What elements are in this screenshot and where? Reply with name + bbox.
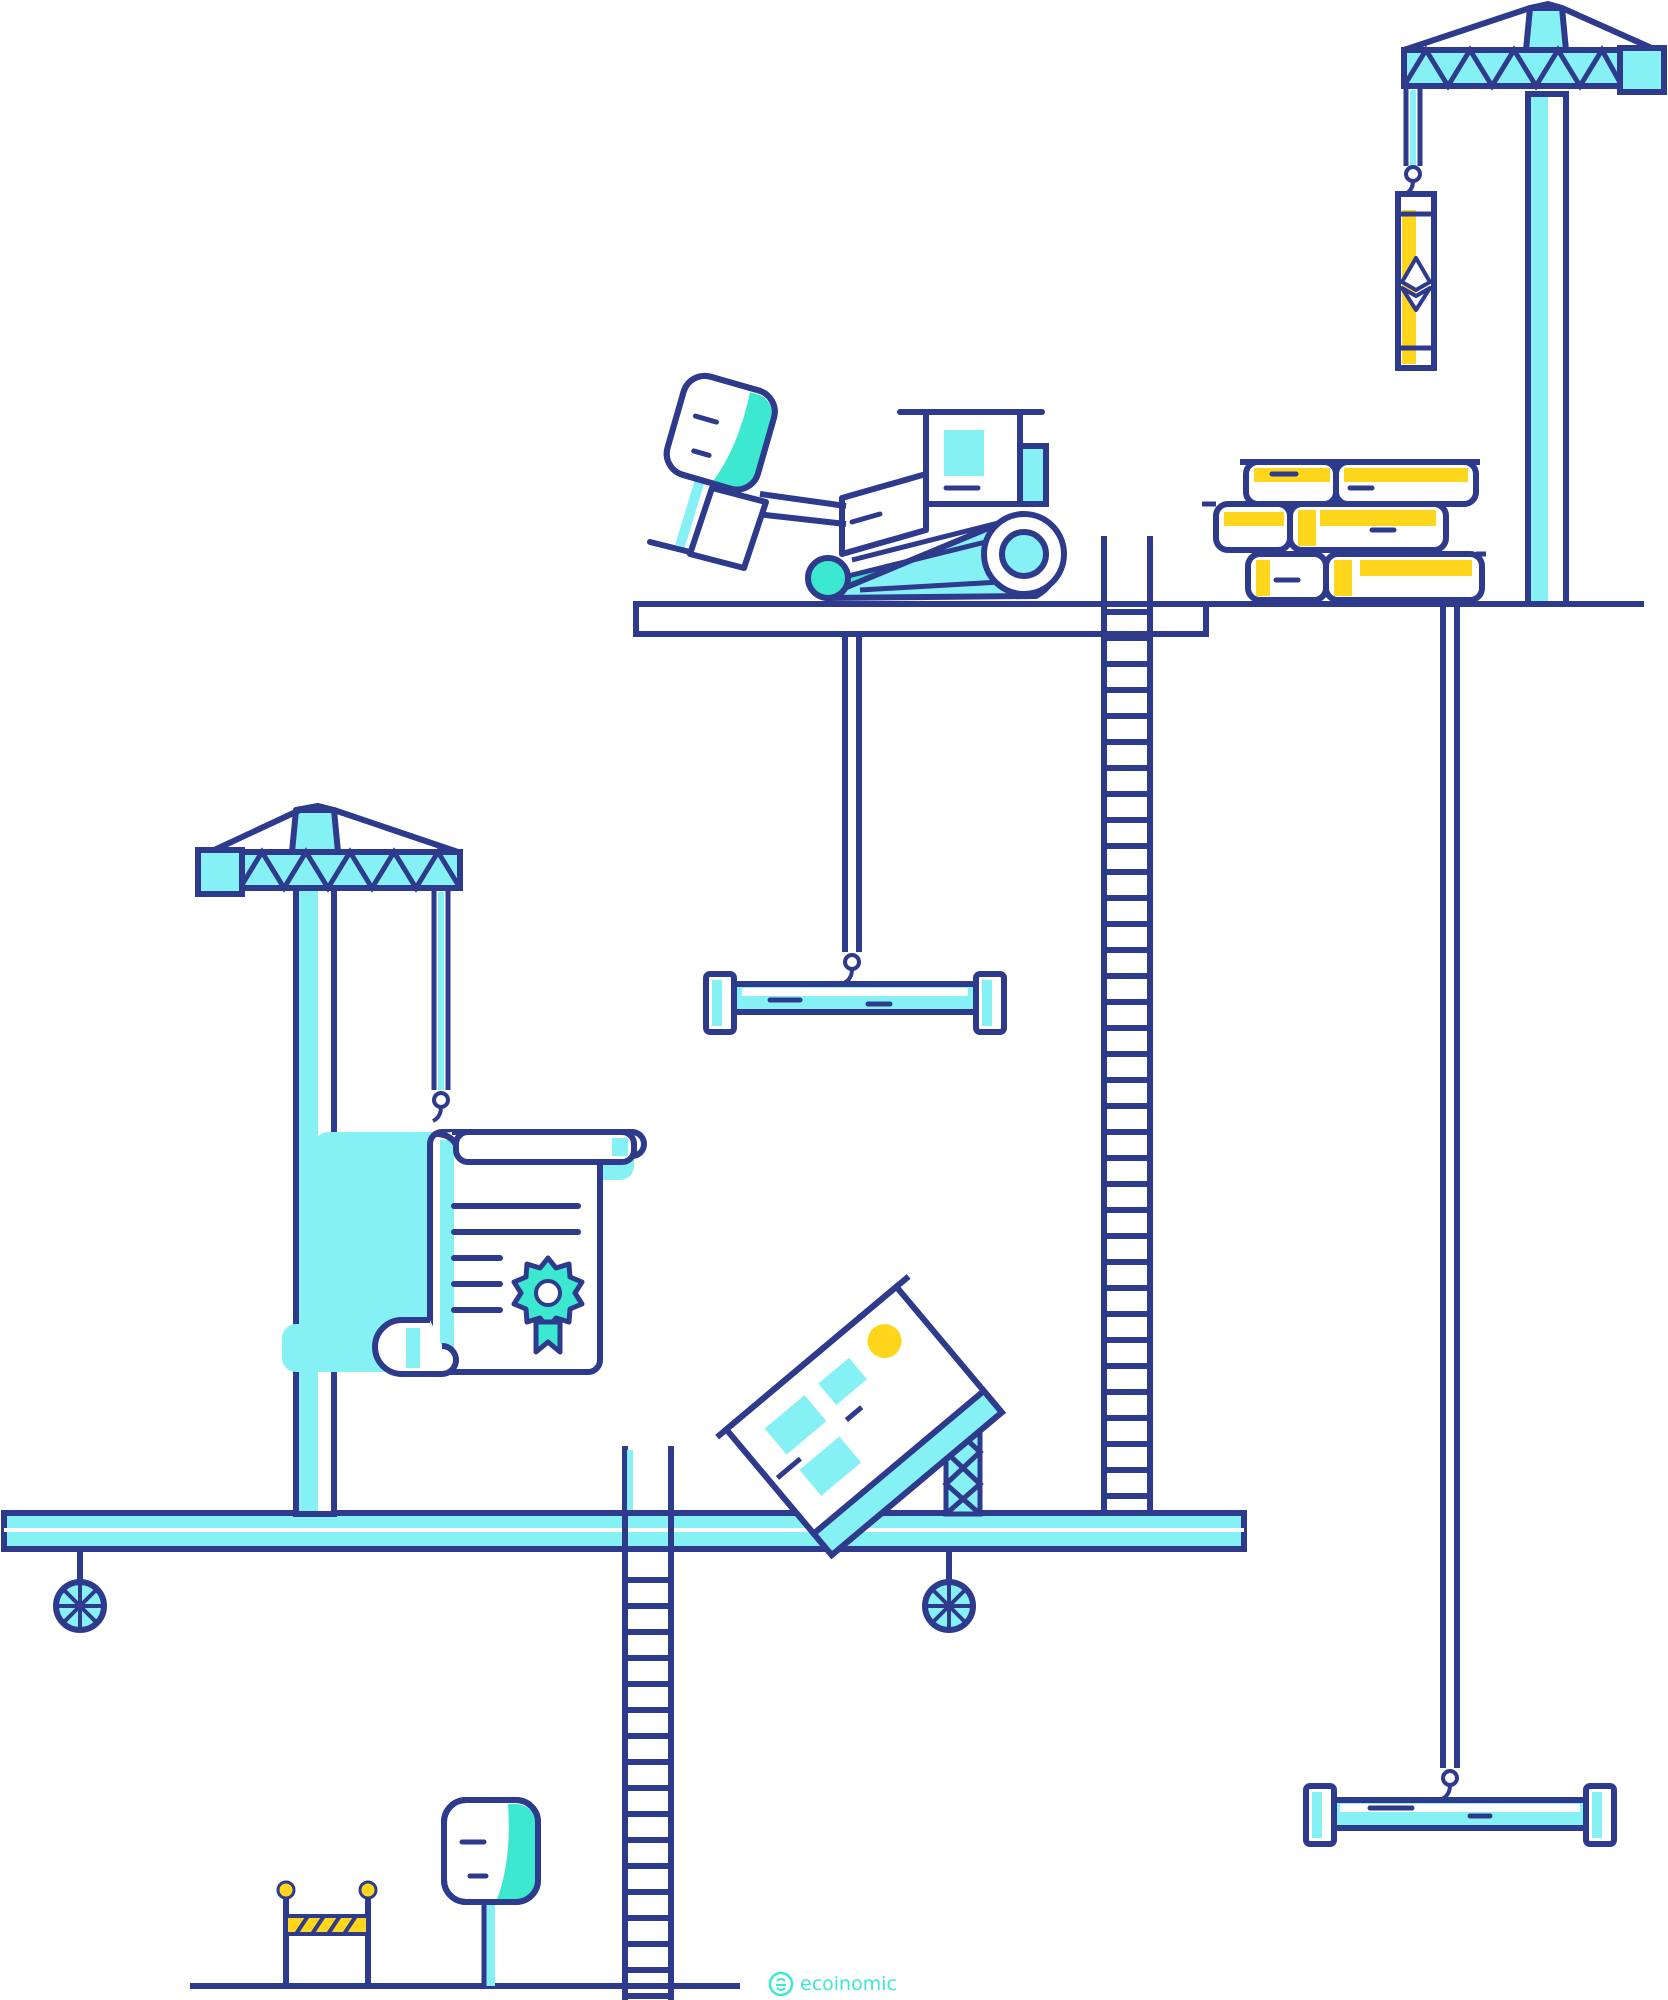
- hanging-cable: [1440, 604, 1460, 1801]
- billboard-icon: [715, 1274, 1007, 1560]
- steel-beam-icon: [1303, 1783, 1617, 1847]
- ecoinomic-watermark: ecoinomic: [768, 1970, 897, 1998]
- barrier-icon: [276, 1880, 378, 1986]
- mask-face-icon: [663, 372, 778, 548]
- bulldozer-icon: [647, 409, 1067, 601]
- mask-face-icon: [441, 1797, 541, 1986]
- upper-platform: [633, 601, 1644, 637]
- ethereum-token-icon: [1395, 191, 1437, 371]
- book-stack-icon: [1202, 459, 1486, 603]
- ecoinomic-logo-icon: [768, 1971, 794, 1997]
- wheel-icon: [922, 1549, 976, 1633]
- ladder-icon: [622, 1446, 674, 2000]
- contract-scroll-icon: [282, 1129, 647, 1377]
- tower-crane-icon: [1401, 1, 1667, 607]
- hanging-cable: [842, 634, 862, 985]
- ladder-icon: [1101, 536, 1153, 1514]
- steel-beam-icon: [703, 971, 1007, 1035]
- wheel-icon: [53, 1549, 107, 1633]
- watermark-text: ecoinomic: [800, 1973, 897, 1995]
